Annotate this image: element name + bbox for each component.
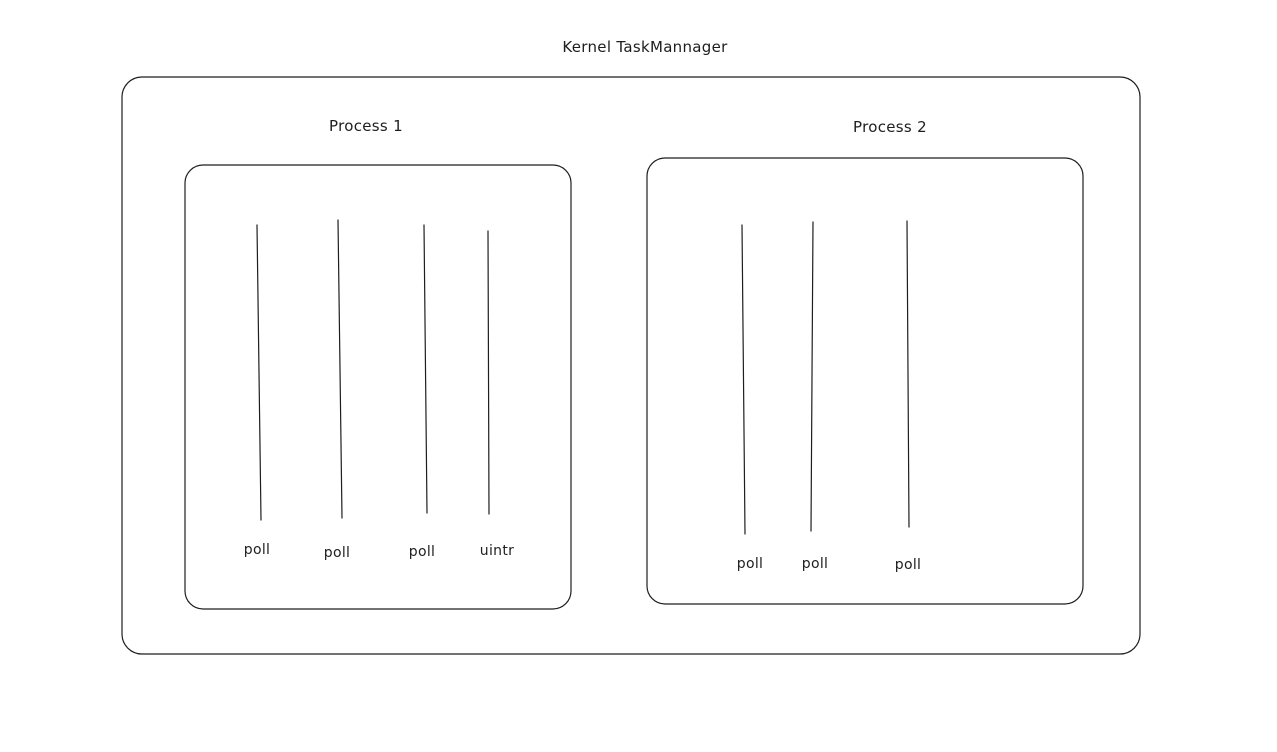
process-2-thread-label-1: poll bbox=[736, 556, 764, 572]
process-1-thread-line-1 bbox=[256, 224, 262, 521]
process-2-label: Process 2 bbox=[853, 118, 927, 136]
process-1-thread-label-3: poll bbox=[408, 544, 436, 560]
process-1-thread-line-3 bbox=[423, 224, 428, 514]
process-2-thread-line-2 bbox=[810, 221, 814, 532]
process-1-thread-line-4 bbox=[487, 230, 490, 515]
process-1-thread-label-1: poll bbox=[243, 542, 271, 558]
process-1-label: Process 1 bbox=[329, 117, 403, 135]
process-2-thread-line-3 bbox=[906, 220, 910, 528]
process-2-box bbox=[646, 157, 1084, 605]
process-1-thread-label-4: uintr bbox=[479, 543, 515, 559]
process-1-thread-line-2 bbox=[337, 219, 343, 519]
process-1-thread-label-2: poll bbox=[323, 545, 351, 561]
process-1-box bbox=[184, 164, 572, 610]
kernel-box bbox=[121, 76, 1141, 655]
process-2-thread-label-2: poll bbox=[801, 556, 829, 572]
process-2-thread-line-1 bbox=[741, 224, 746, 535]
kernel-title: Kernel TaskMannager bbox=[562, 38, 728, 56]
process-2-thread-label-3: poll bbox=[894, 557, 922, 573]
